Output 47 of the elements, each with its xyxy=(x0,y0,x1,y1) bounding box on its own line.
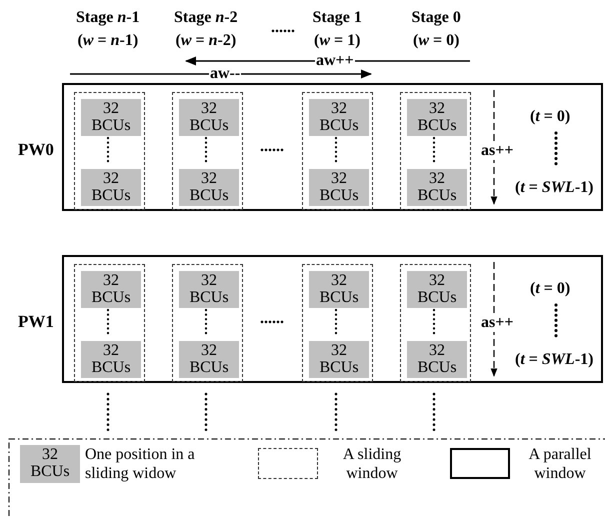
legend-swatch: 32 BCUs xyxy=(20,445,80,483)
bcu-block: 32 BCUs xyxy=(179,99,239,136)
sliding-window-box xyxy=(400,264,471,382)
sliding-window-box xyxy=(302,92,373,210)
window-heading: PW0 xyxy=(18,141,54,159)
bcu-block: 32 BCUs xyxy=(309,341,369,378)
sliding-window-box xyxy=(302,264,373,382)
bcu-block: 32 BCUs xyxy=(407,271,467,308)
time-label: (t = 0) xyxy=(530,280,570,298)
sliding-window-box xyxy=(172,92,243,210)
bcu-block: 32 BCUs xyxy=(179,169,239,206)
bcu-block: 32 BCUs xyxy=(309,271,369,308)
sliding-window-box xyxy=(400,92,471,210)
bcu-block: 32 BCUs xyxy=(81,99,141,136)
stage-heading: Stage 1 xyxy=(312,9,362,27)
ellipsis: ...... xyxy=(260,138,284,156)
legend-label: One position in a sliding widow xyxy=(85,445,196,483)
bcu-block: 32 BCUs xyxy=(81,169,141,206)
legend-label: A sliding window xyxy=(342,445,402,483)
window-heading: PW1 xyxy=(18,313,54,331)
stage-heading: Stage n-1 xyxy=(76,9,140,27)
bcu-block: 32 BCUs xyxy=(407,169,467,206)
arrow-label: as++ xyxy=(480,314,514,332)
bcu-block: 32 BCUs xyxy=(81,341,141,378)
stage-heading: Stage 0 xyxy=(412,9,461,27)
bcu-block: 32 BCUs xyxy=(407,341,467,378)
time-label: (t = SWL-1) xyxy=(515,351,594,369)
stage-index: (w = n-2) xyxy=(176,32,236,50)
sliding-window-box xyxy=(74,264,145,382)
stage-index: (w = 1) xyxy=(314,32,360,50)
time-label: (t = 0) xyxy=(530,108,570,126)
stage-heading: Stage n-2 xyxy=(174,9,238,27)
ellipsis: ...... xyxy=(260,310,284,328)
sliding-window-box xyxy=(172,264,243,382)
stage-index: (w = n-1) xyxy=(78,32,138,50)
bcu-block: 32 BCUs xyxy=(179,271,239,308)
legend-label: A parallel window xyxy=(528,445,592,483)
bcu-block: 32 BCUs xyxy=(407,99,467,136)
stage-index: (w = 0) xyxy=(413,32,460,50)
bcu-block: 32 BCUs xyxy=(309,99,369,136)
bcu-block: 32 BCUs xyxy=(309,169,369,206)
time-label: (t = SWL-1) xyxy=(515,179,594,197)
ellipsis: ...... xyxy=(271,19,295,37)
arrow-label: as++ xyxy=(480,142,514,160)
bcu-block: 32 BCUs xyxy=(179,341,239,378)
bcu-block: 32 BCUs xyxy=(81,271,141,308)
sliding-window-box xyxy=(74,92,145,210)
